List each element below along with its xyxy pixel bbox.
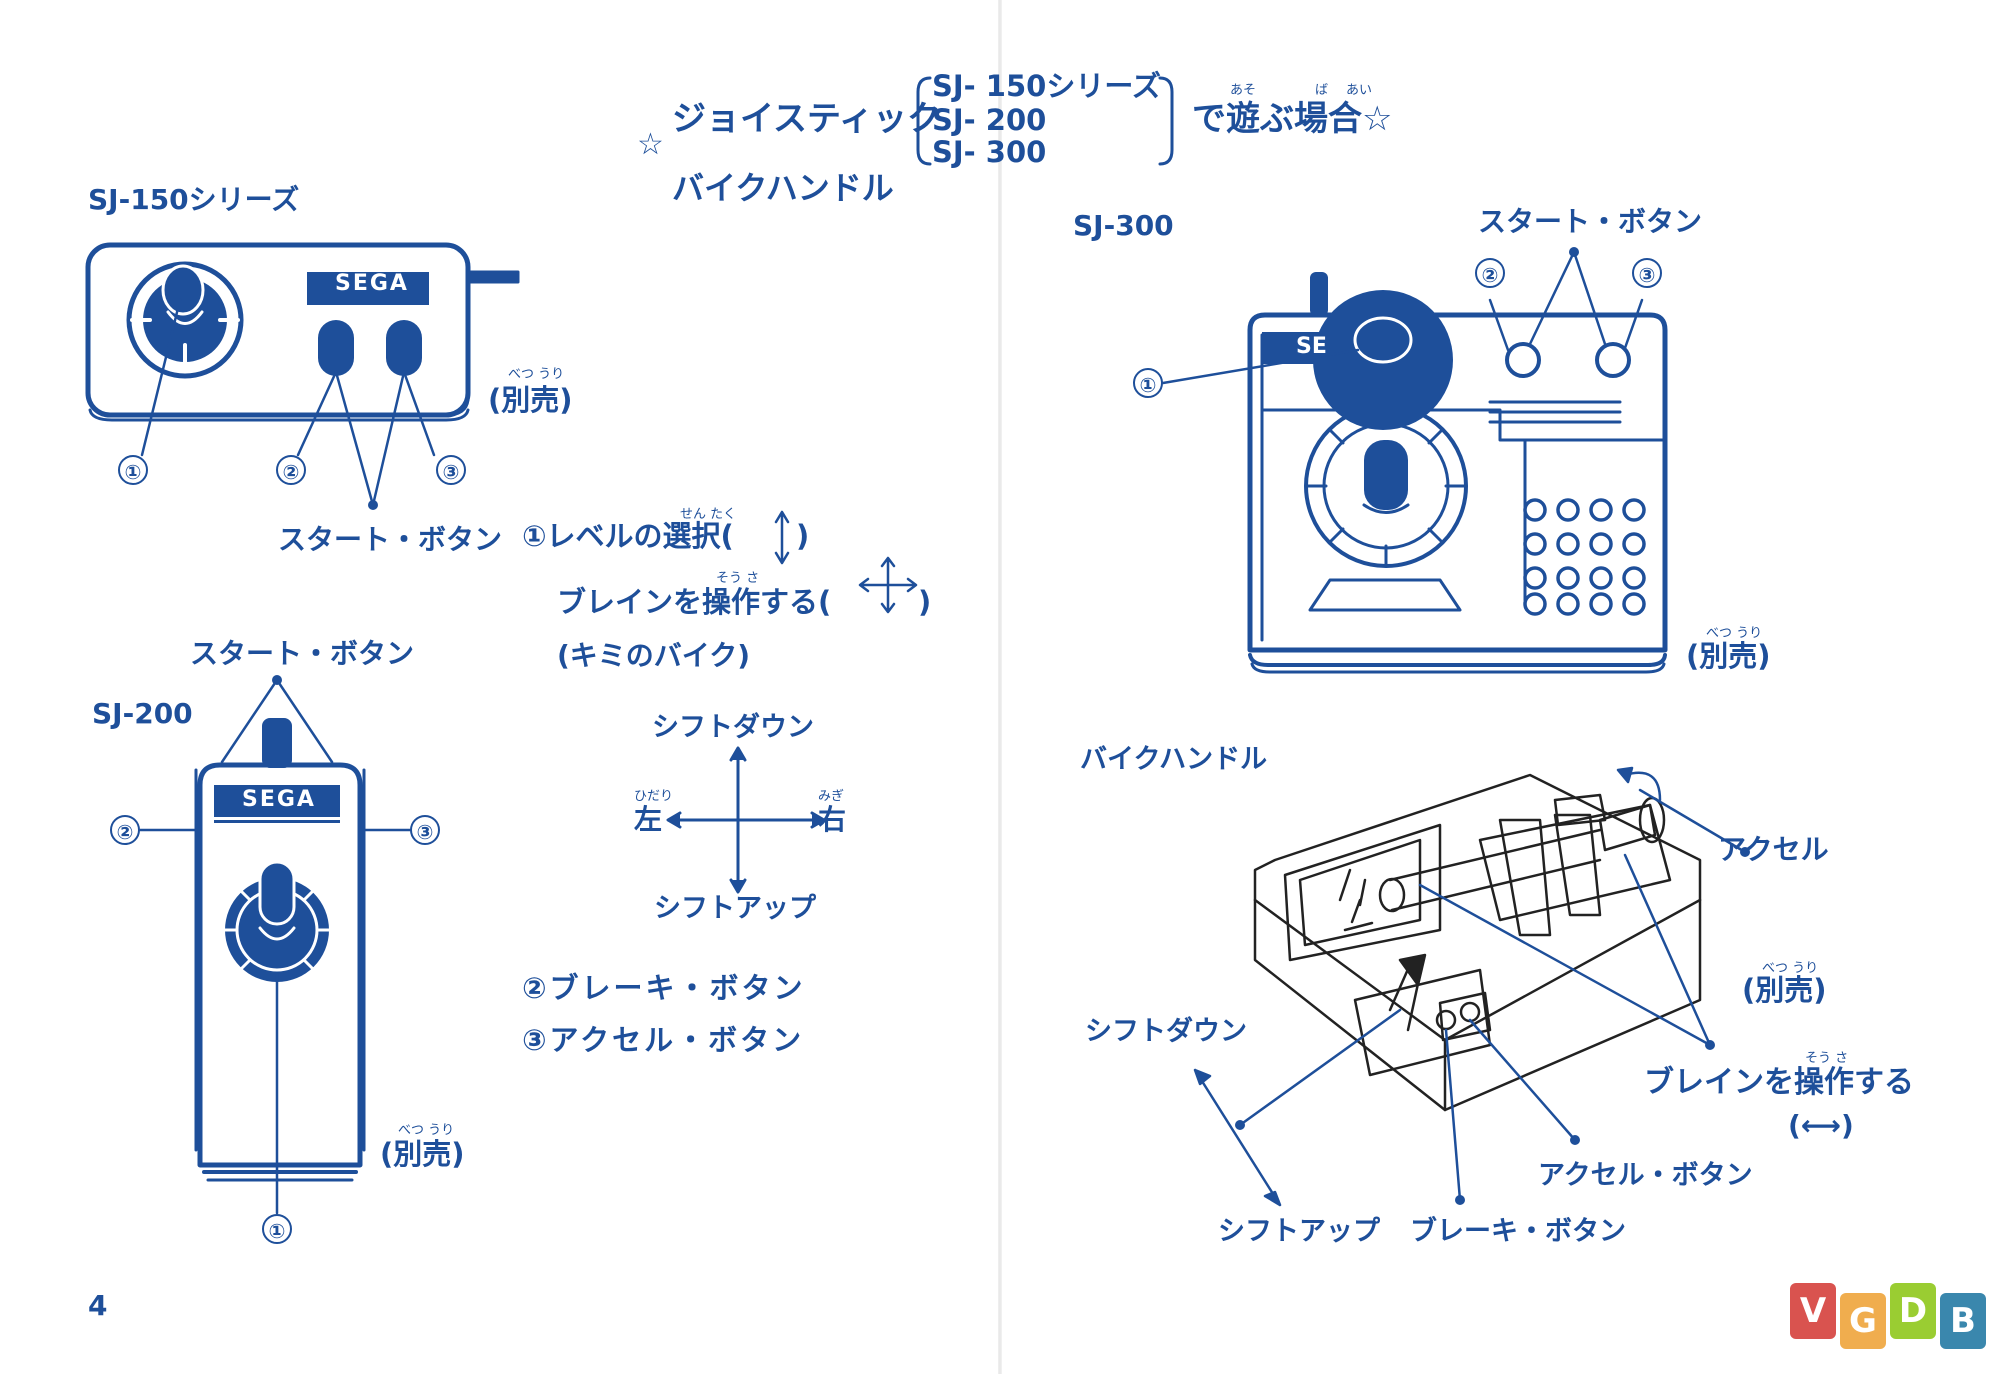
vgdb-tile-v: V <box>1790 1283 1836 1339</box>
instruction-level-select-close: ) <box>796 519 810 553</box>
instruction-brain-close: ) <box>918 585 932 619</box>
vgdb-watermark-logo: V G D B <box>1790 1283 1990 1349</box>
instruction-arrows <box>666 510 918 894</box>
sj300-ruby-sold: べつ うり <box>1706 626 1763 641</box>
bike-ruby-sold: べつ うり <box>1762 961 1819 976</box>
page-fold <box>998 0 1002 1374</box>
header-bike-handle: バイクハンドル <box>672 169 894 207</box>
sj300-callout-2: ② <box>1475 258 1505 288</box>
sj200-start-button: スタート・ボタン <box>190 637 415 670</box>
sj150-title: SJ-150シリーズ <box>88 183 300 216</box>
sj200-callout-3: ③ <box>410 815 440 845</box>
sj200-ruby-sold: べつ うり <box>398 1123 455 1138</box>
instruction-accel-button: ③アクセル・ボタン <box>522 1023 805 1057</box>
ruby-right: みぎ <box>818 789 845 804</box>
ruby-ai: あい <box>1346 83 1373 98</box>
bike-brake-button: ブレーキ・ボタン <box>1410 1216 1626 1247</box>
sj300-title: SJ-300 <box>1073 209 1174 242</box>
bike-shift-down: シフトダウン <box>1085 1016 1247 1047</box>
header-series-300: SJ- 300 <box>932 135 1047 169</box>
sj150-callout-3: ③ <box>436 455 466 485</box>
bike-ruby-sousa: そう さ <box>1805 1051 1849 1066</box>
header-bracket-right <box>1158 76 1174 166</box>
sj150-callout-1: ① <box>118 455 148 485</box>
sj150-sega-logo: SEGA <box>335 271 409 296</box>
header-star-left: ☆ <box>637 127 664 162</box>
sj300-callout-3: ③ <box>1632 258 1662 288</box>
header-joystick: ジョイスティック <box>672 99 941 139</box>
sj150-callout-2: ② <box>276 455 306 485</box>
bike-brain: ブレインを操作する <box>1644 1065 1914 1100</box>
vgdb-tile-g: G <box>1840 1293 1886 1349</box>
sj300-sold-separately: (別売) <box>1686 639 1771 673</box>
vgdb-tile-d: D <box>1890 1283 1936 1339</box>
header-bracket-left <box>916 76 932 166</box>
sj150-sold-separately: (別売) <box>488 383 573 417</box>
ruby-ba: ば <box>1315 83 1329 98</box>
sj150-start-button: スタート・ボタン <box>278 523 503 556</box>
instruction-shift-down: シフトダウン <box>652 712 814 743</box>
instruction-shift-up: シフトアップ <box>654 893 816 924</box>
instruction-left: 左 <box>634 803 663 836</box>
bike-leaders <box>1193 788 1750 1207</box>
bike-title: バイクハンドル <box>1080 744 1268 775</box>
instruction-level-select: ①レベルの選択( <box>522 519 734 553</box>
sj300-callout-1: ① <box>1133 368 1163 398</box>
vgdb-tile-b: B <box>1940 1293 1986 1349</box>
sj150-controller <box>85 242 520 510</box>
bike-shift-up: シフトアップ <box>1218 1216 1380 1247</box>
ruby-left: ひだり <box>634 789 674 804</box>
instruction-right: 右 <box>818 803 847 836</box>
bike-sold-separately: (別売) <box>1742 973 1827 1007</box>
sj300-keypad <box>1523 498 1646 616</box>
header-series-150: SJ- 150シリーズ <box>932 69 1161 103</box>
bike-brain-arrow: (⟷) <box>1788 1109 1854 1142</box>
sj150-ruby-sold: べつ うり <box>508 367 565 382</box>
sj200-controller <box>138 675 412 1215</box>
sj200-callout-1: ① <box>262 1214 292 1244</box>
sj200-callout-2: ② <box>110 815 140 845</box>
sj200-title: SJ-200 <box>92 697 193 730</box>
sj200-sega-logo: SEGA <box>242 787 316 812</box>
instruction-your-bike: (キミのバイク) <box>557 639 751 672</box>
ruby-asobu: あそ <box>1230 83 1257 98</box>
instruction-brain: ブレインを操作する( <box>557 585 832 619</box>
sj300-start-button: スタート・ボタン <box>1478 205 1703 238</box>
header-series-200: SJ- 200 <box>932 103 1047 137</box>
instruction-brake-button: ②ブレーキ・ボタン <box>522 971 806 1005</box>
bike-accel: アクセル <box>1718 833 1829 866</box>
sj300-sega-logo: SE <box>1296 334 1327 359</box>
ruby-sentaku: せん たく <box>680 507 737 522</box>
page-number-left: 4 <box>88 1289 108 1322</box>
sj300-controller <box>1161 247 1668 674</box>
sj200-sold-separately: (別売) <box>380 1137 465 1171</box>
bike-accel-button: アクセル・ボタン <box>1538 1160 1753 1191</box>
ruby-sousa-instr: そう さ <box>716 571 760 586</box>
header-tail: で遊ぶ場合☆ <box>1192 99 1393 139</box>
bike-handle-illustration <box>1253 766 1702 1112</box>
